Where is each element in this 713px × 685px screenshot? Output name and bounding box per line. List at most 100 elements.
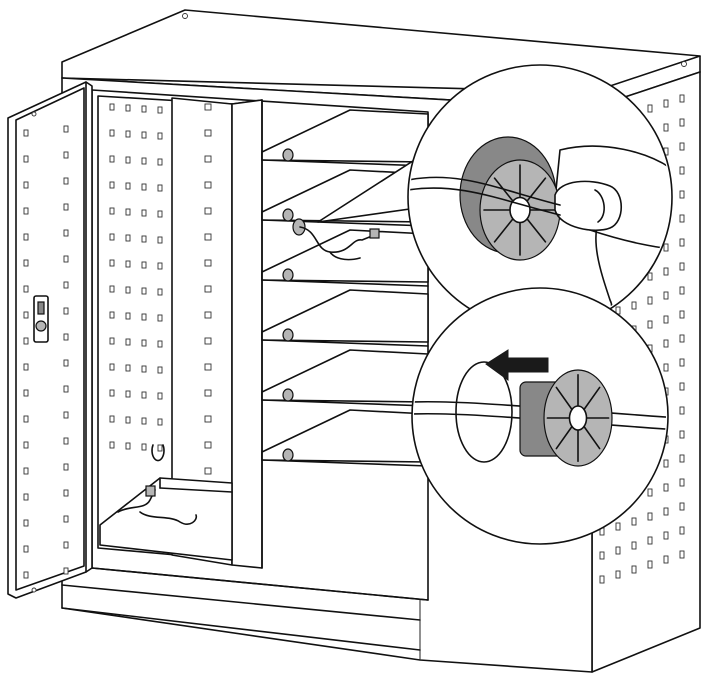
side-hole: [647, 104, 653, 113]
door-hole: [23, 441, 29, 449]
side-hole: [631, 301, 637, 310]
side-hole: [663, 339, 669, 348]
door-hole: [23, 493, 29, 501]
side-hole: [679, 166, 685, 175]
back-hole: [141, 209, 147, 217]
side-hole: [679, 214, 685, 223]
back-hole: [109, 181, 115, 189]
spoke-hub: [509, 196, 531, 224]
back-hole: [125, 104, 131, 112]
side-hole: [647, 512, 653, 521]
grommet-small-icon: [292, 218, 306, 236]
door-hole: [23, 129, 29, 137]
side-hole: [663, 363, 669, 372]
back-hole: [141, 443, 147, 451]
door-hole: [63, 463, 69, 471]
side-hole: [663, 315, 669, 324]
divider-slot: [204, 467, 212, 475]
door-hole: [23, 311, 29, 319]
back-hole: [141, 131, 147, 139]
plug-icon: [145, 485, 156, 497]
door-hole: [23, 337, 29, 345]
spoke: [555, 386, 573, 411]
divider-slot: [204, 155, 212, 163]
back-hole: [109, 103, 115, 111]
back-hole: [157, 158, 163, 166]
side-hole: [679, 478, 685, 487]
spoke: [583, 386, 601, 411]
side-hole: [647, 296, 653, 305]
open-door: [7, 81, 93, 599]
door-hole: [63, 437, 69, 445]
back-hole: [157, 314, 163, 322]
shelf-cable: [292, 218, 380, 261]
side-hole: [679, 286, 685, 295]
shelf-grommet-hole: [282, 268, 294, 282]
door-hole: [63, 515, 69, 523]
back-hole: [109, 285, 115, 293]
side-hole: [599, 575, 605, 584]
side-hole: [679, 406, 685, 415]
back-hole: [157, 288, 163, 296]
side-hole: [663, 99, 669, 108]
door-hole: [23, 233, 29, 241]
back-hole: [125, 338, 131, 346]
side-hole: [679, 430, 685, 439]
back-hole: [141, 261, 147, 269]
back-hole: [157, 262, 163, 270]
side-hole: [647, 272, 653, 281]
side-hole: [679, 142, 685, 151]
back-hole: [141, 157, 147, 165]
door-hole: [23, 285, 29, 293]
back-hole: [141, 105, 147, 113]
side-hole: [647, 320, 653, 329]
side-hole: [679, 334, 685, 343]
back-hole: [125, 416, 131, 424]
door-lock-icon: [33, 295, 49, 343]
back-hole: [157, 106, 163, 114]
divider-slot: [204, 337, 212, 345]
back-hole: [157, 236, 163, 244]
shelf-grommet-hole: [282, 448, 294, 462]
door-hole: [23, 545, 29, 553]
back-hole: [157, 132, 163, 140]
spoke: [493, 218, 514, 243]
back-hole: [125, 182, 131, 190]
divider-slot: [204, 207, 212, 215]
side-hole: [679, 190, 685, 199]
back-hole: [141, 235, 147, 243]
spoke-hub: [568, 405, 588, 431]
door-hole: [23, 155, 29, 163]
divider-slot: [204, 129, 212, 137]
insert-arrow-icon: [485, 349, 549, 381]
back-hole: [157, 366, 163, 374]
back-hole: [125, 156, 131, 164]
door-hole: [63, 489, 69, 497]
grommet-spokes-2: [546, 373, 610, 463]
side-hole: [679, 118, 685, 127]
side-hole: [679, 310, 685, 319]
back-hole: [109, 415, 115, 423]
side-hole: [663, 459, 669, 468]
shelf-grommet-hole: [282, 388, 294, 402]
side-hole: [663, 531, 669, 540]
side-hole: [663, 555, 669, 564]
back-hole: [109, 207, 115, 215]
back-hole: [141, 339, 147, 347]
door-hole: [63, 385, 69, 393]
grommet-spokes: [483, 164, 557, 256]
door-hole: [23, 207, 29, 215]
back-hole: [125, 364, 131, 372]
divider-slot: [204, 103, 212, 111]
back-hole: [109, 389, 115, 397]
back-hole: [109, 337, 115, 345]
back-hole: [141, 313, 147, 321]
spoke: [555, 425, 573, 450]
divider-slot: [204, 233, 212, 241]
side-hole: [663, 507, 669, 516]
door-hole: [23, 415, 29, 423]
back-hole: [125, 208, 131, 216]
side-hole: [615, 570, 621, 579]
side-hole: [679, 262, 685, 271]
door-hole: [63, 203, 69, 211]
